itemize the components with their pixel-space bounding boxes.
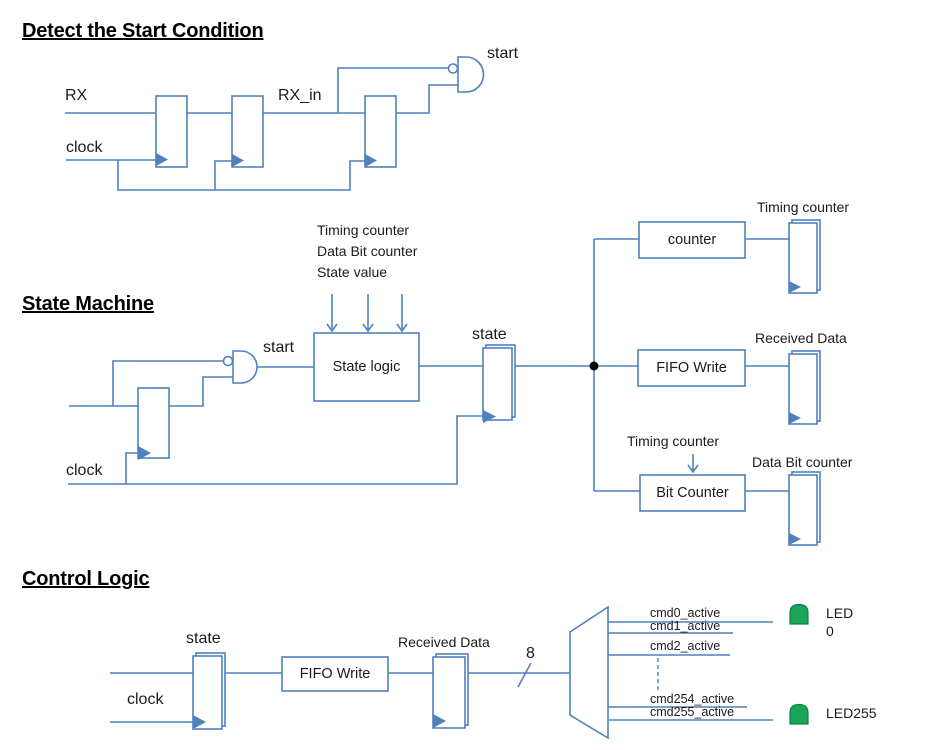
timing-counter-reg-label: Timing counter	[757, 199, 850, 215]
led-icon	[789, 603, 809, 625]
start-label-sm: start	[263, 339, 295, 356]
flip-flop-rx3	[364, 95, 397, 168]
junction-dot	[589, 361, 599, 371]
state-logic-input-label-databit: Data Bit counter	[317, 243, 418, 259]
flip-flop-rx1	[155, 95, 188, 168]
received-data-reg-label-sm: Received Data	[755, 330, 847, 346]
clock-label-cl: clock	[127, 691, 164, 708]
and-gate-start-sm	[222, 350, 258, 384]
state-register-cl	[192, 652, 226, 730]
state-register	[482, 344, 516, 423]
bit-counter-box: Bit Counter	[656, 485, 729, 501]
timing-counter-register	[788, 219, 821, 294]
led-icon	[789, 703, 809, 725]
led0-label-line2: 0	[826, 623, 834, 639]
counter-box: counter	[667, 232, 717, 248]
received-data-register-cl	[432, 653, 469, 729]
led0-label-line1: LED	[826, 605, 854, 621]
fifo-write-box-cl: FIFO Write	[299, 666, 371, 682]
start-label-detect: start	[487, 45, 519, 62]
state-logic-input-label-timing: Timing counter	[317, 222, 410, 238]
state-label-sm: state	[472, 326, 507, 343]
led255-label: LED255	[826, 705, 877, 721]
state-logic-input-arrows	[326, 294, 408, 333]
counter-box-outline	[638, 221, 746, 259]
clock-label-detect: clock	[66, 139, 103, 156]
flip-flop-rx2	[231, 95, 264, 168]
state-logic-box-outline	[313, 332, 420, 402]
cmd1-active-label: cmd1_active	[650, 619, 721, 633]
fifo-write-box-sm: FIFO Write	[656, 360, 727, 376]
cmd255-active-label: cmd255_active	[650, 705, 735, 719]
section-title-state-machine: State Machine	[22, 293, 154, 315]
bit-counter-input-arrow	[687, 454, 699, 474]
state-label-cl: state	[186, 630, 221, 647]
cmd2-active-label: cmd2_active	[650, 639, 721, 653]
section-title-detect: Detect the Start Condition	[22, 20, 264, 42]
fifo-write-box-cl-outline	[281, 656, 389, 692]
state-logic-box: State logic	[332, 359, 401, 375]
rx-in-label: RX_in	[278, 87, 322, 104]
cmd254-active-label: cmd254_active	[650, 692, 735, 706]
data-bit-counter-register	[788, 471, 821, 546]
detect-start-wires	[65, 67, 458, 191]
section-title-control-logic: Control Logic	[22, 568, 150, 590]
received-data-reg-label-cl: Received Data	[398, 634, 490, 650]
and-gate-start-detect	[447, 56, 485, 93]
state-logic-input-label-statevalue: State value	[317, 264, 388, 280]
clock-label-sm: clock	[66, 462, 103, 479]
fifo-write-box-outline	[637, 349, 746, 387]
bit-counter-box-outline	[639, 474, 746, 512]
flip-flop-sync	[137, 387, 170, 460]
bus-width-label: 8	[526, 645, 535, 662]
bit-counter-input-label: Timing counter	[627, 433, 720, 449]
cmd0-active-label: cmd0_active	[650, 606, 721, 620]
received-data-register	[788, 350, 821, 425]
rx-label: RX	[65, 87, 88, 104]
decoder-mux	[569, 605, 609, 740]
data-bit-counter-reg-label: Data Bit counter	[752, 454, 853, 470]
control-logic-wires	[110, 621, 773, 723]
